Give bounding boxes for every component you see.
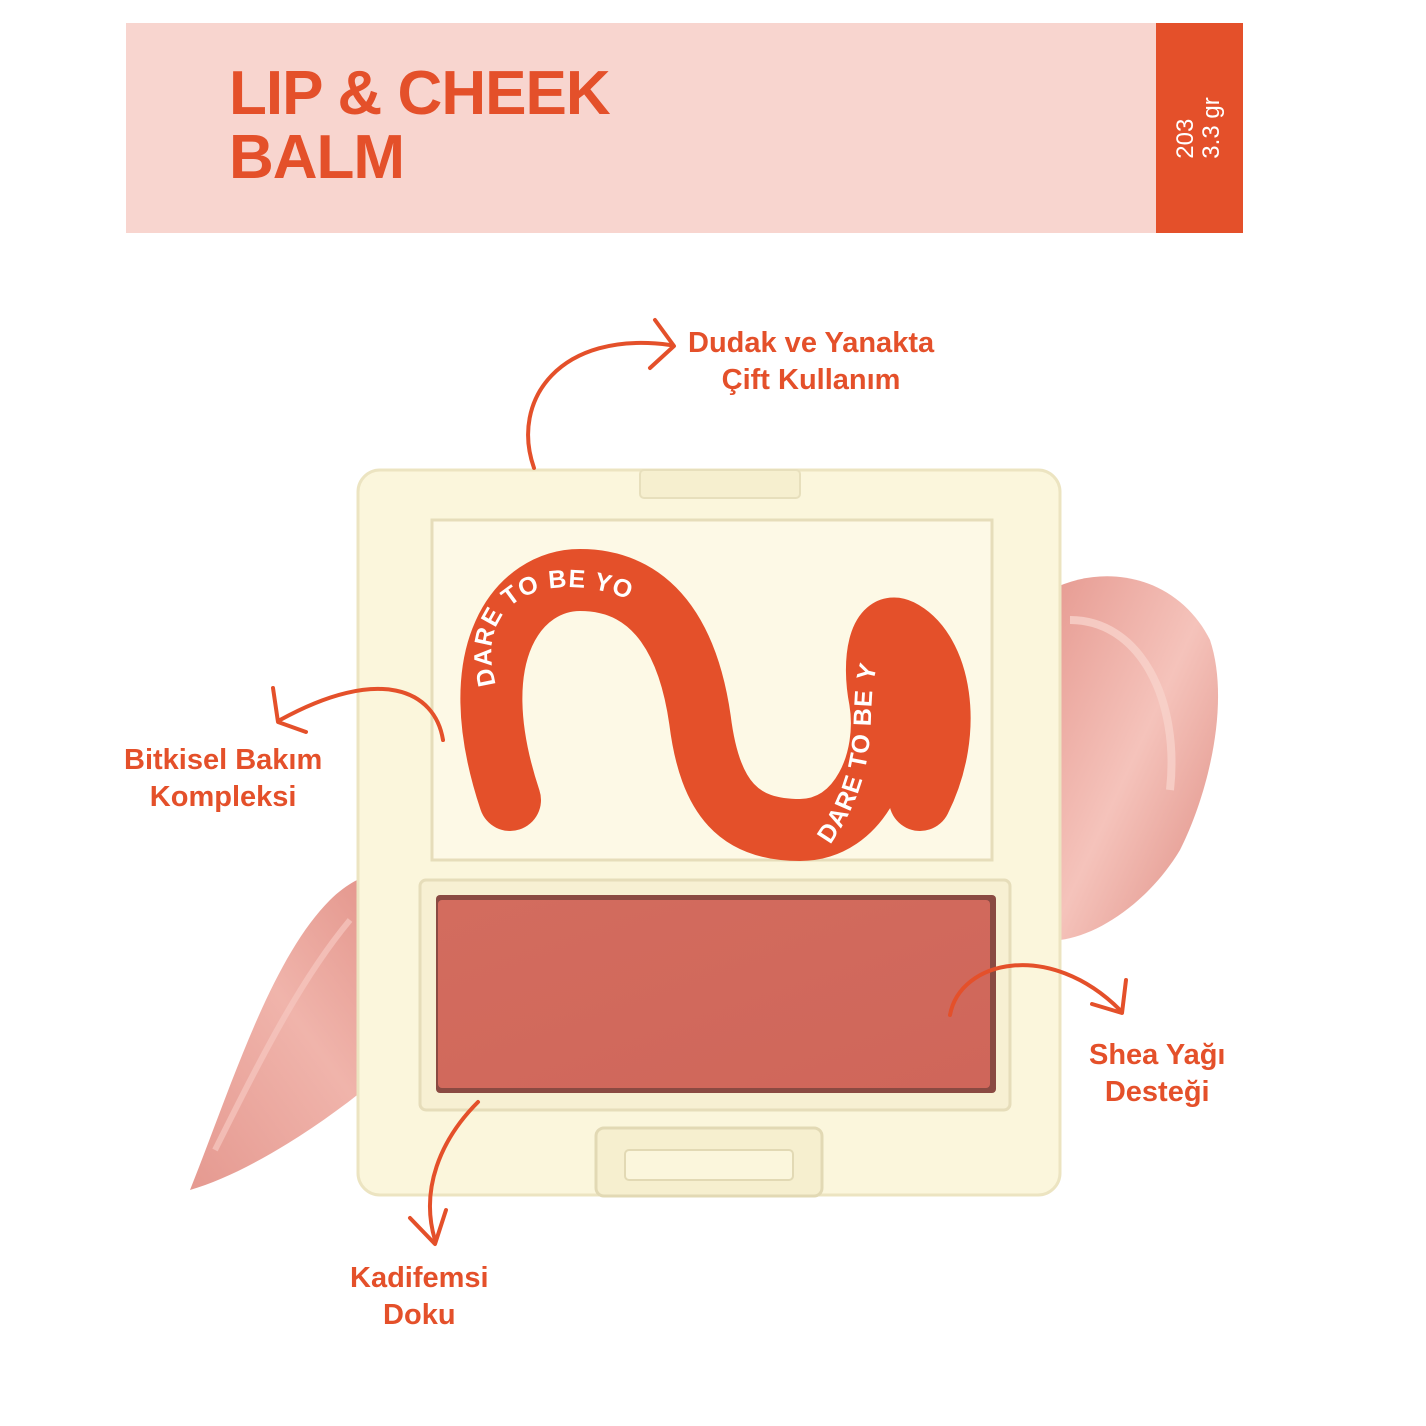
feature-dual-use-line2: Çift Kullanım <box>721 364 901 396</box>
lid-text-1: DARE TO BE YOURSELF <box>0 0 636 689</box>
feature-dual-use-line1: Dudak ve Yanakta <box>688 327 935 359</box>
left-swatch-streak <box>212 918 353 1152</box>
arrow-herbal-care <box>271 686 445 742</box>
feature-velvet-line1: Kadifemsi <box>350 1262 489 1294</box>
title-line-1: LIP & CHEEK <box>229 59 611 128</box>
product-title: LIP & CHEEK BALM <box>229 59 611 192</box>
feature-velvet-line2: Doku <box>383 1299 456 1331</box>
arrow-velvet <box>408 1100 480 1246</box>
feature-shea: Shea Yağı Desteği <box>1089 1037 1226 1111</box>
arrow-dual-use <box>526 318 676 470</box>
feature-shea-line1: Shea Yağı <box>1089 1039 1226 1071</box>
feature-herbal-care-line2: Kompleksi <box>149 781 297 813</box>
feature-shea-line2: Desteği <box>1104 1076 1210 1108</box>
right-swatch <box>1050 576 1219 940</box>
lid-swirl <box>460 549 971 861</box>
compact-hinge <box>639 469 801 499</box>
feature-herbal-care: Bitkisel Bakım Kompleksi <box>124 742 322 816</box>
right-swatch-streak <box>1069 616 1176 791</box>
feature-herbal-care-line1: Bitkisel Bakım <box>124 744 323 776</box>
compact-clasp-slot <box>624 1149 794 1181</box>
header-banner <box>126 23 1243 233</box>
title-line-2: BALM <box>229 123 405 192</box>
feature-dual-use: Dudak ve Yanakta Çift Kullanım <box>688 325 934 399</box>
balm-surface <box>438 900 990 1088</box>
arrow-shea <box>948 963 1128 1017</box>
shade-tag <box>1156 23 1243 233</box>
svg-text:DARE TO BE YOURSELF: DARE TO BE YOURSELF <box>0 0 637 689</box>
feature-velvet: Kadifemsi Doku <box>350 1260 489 1334</box>
